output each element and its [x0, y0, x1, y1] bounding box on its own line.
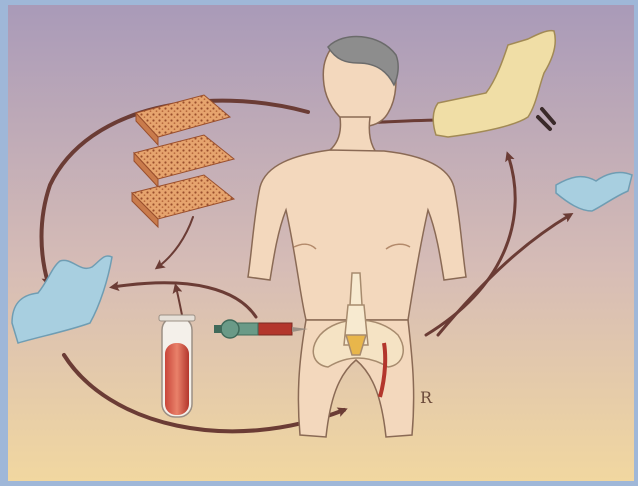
- illustration-panel: R: [8, 5, 634, 481]
- bone-marrow-test-tube: [159, 315, 195, 417]
- artist-signature: R: [420, 388, 433, 407]
- tissue-engineering-illustration: R: [8, 5, 634, 481]
